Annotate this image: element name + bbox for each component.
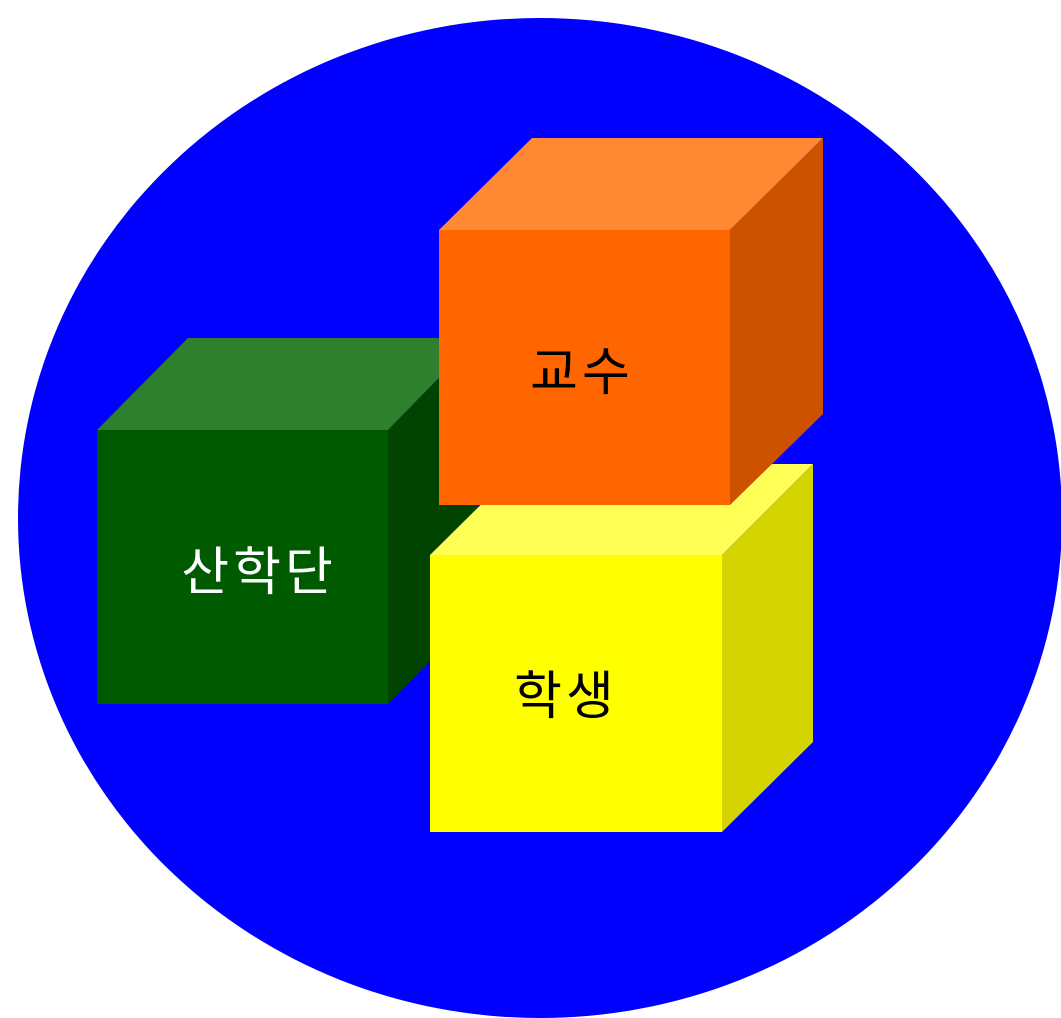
- cube-student-label: 학생: [514, 667, 618, 727]
- cube-professor: 교수: [439, 138, 823, 505]
- cube-sanhakdan-label: 산학단: [181, 543, 337, 603]
- cube-sanhakdan: 산학단: [97, 338, 478, 704]
- cube-professor-label: 교수: [530, 343, 634, 403]
- cube-student: 학생: [430, 464, 813, 832]
